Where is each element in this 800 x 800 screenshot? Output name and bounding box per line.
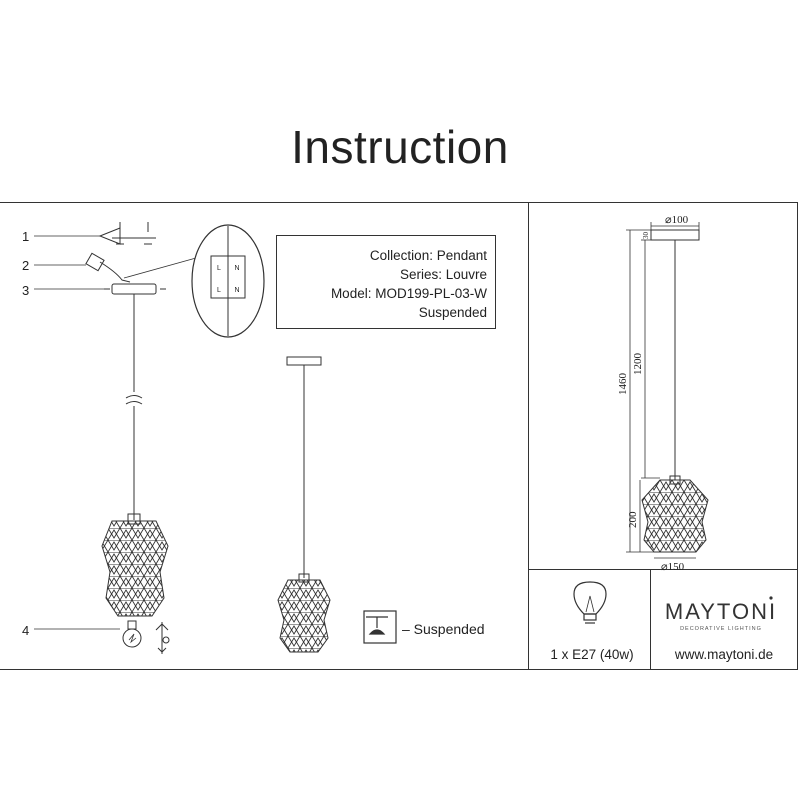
spec-model: Model: MOD199-PL-03-W: [330, 286, 487, 301]
callout-1: 1: [22, 229, 30, 244]
lightbulb-icon: [573, 581, 607, 624]
spec-series: Series: Louvre: [399, 267, 487, 282]
brand-name: MAYTONI: [664, 599, 778, 624]
spec-box: Collection: Pendant Series: Louvre Model…: [276, 235, 496, 329]
brand-logo: MAYTONI DECORATIVE LIGHTING: [655, 599, 787, 632]
callout-4: 4: [22, 623, 30, 638]
spec-collection: Collection: Pendant: [369, 248, 487, 263]
cable-length: 1200: [632, 353, 644, 376]
sheet-right-edge: [797, 203, 798, 669]
dimension-drawing: [626, 222, 709, 559]
suspended-label: – Suspended: [402, 621, 485, 637]
brand-accent-dot: [769, 596, 773, 600]
brand-tagline: DECORATIVE LIGHTING: [680, 626, 762, 632]
callout-2: 2: [22, 258, 30, 273]
panel-divider: [528, 203, 529, 669]
wire-label-n-bottom: N: [234, 287, 239, 294]
wiring-detail: L N L N: [191, 224, 265, 338]
bulb-spec: 1 x E27 (40w): [550, 647, 634, 662]
page-title: Instruction: [291, 121, 509, 173]
canopy-diameter: ⌀100: [665, 214, 689, 226]
wire-label-l-top: L: [217, 265, 221, 272]
callout-3: 3: [22, 283, 30, 298]
canopy-height: 30: [642, 232, 650, 240]
callout-leaders: [34, 235, 120, 630]
terminal-block: [85, 252, 197, 283]
bulb-icons: [122, 620, 170, 654]
wire-label-n-top: N: [234, 265, 239, 272]
assembled-lamp: [277, 356, 331, 653]
wire-label-l-bottom: L: [217, 287, 221, 294]
footer-divider: [528, 569, 798, 570]
shade-diameter: ⌀150: [661, 561, 685, 573]
brand-url: www.maytoni.de: [674, 647, 774, 662]
total-height: 1460: [617, 373, 629, 396]
instruction-sheet: Collection: Pendant Series: Louvre Model…: [0, 202, 798, 670]
spec-mount: Suspended: [418, 305, 487, 320]
shade-height: 200: [627, 511, 639, 528]
mounting-screws: [98, 222, 156, 245]
footer-split: [650, 569, 651, 669]
exploded-lamp: [101, 283, 169, 617]
suspended-mount-icon: [363, 610, 397, 644]
